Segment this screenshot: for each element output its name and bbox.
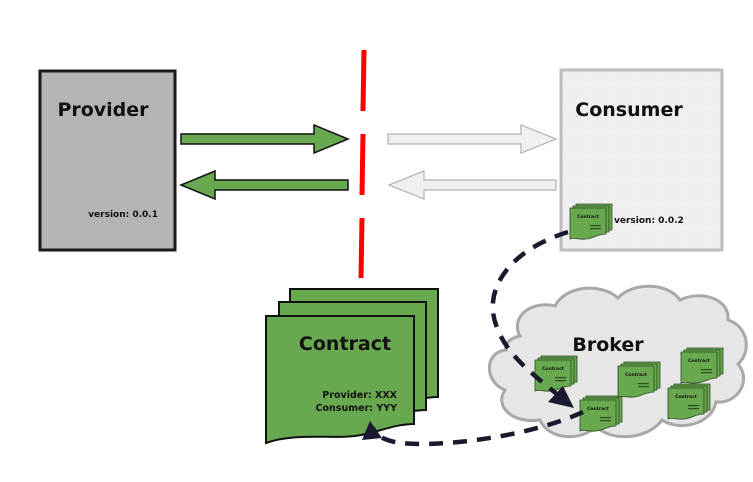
provider-service: Provider version: 0.0.1 bbox=[38, 69, 177, 252]
consumer-version: version: 0.0.2 bbox=[614, 216, 684, 226]
contract-page-front bbox=[265, 315, 415, 445]
contract-provider-line: Provider: XXX bbox=[322, 390, 397, 401]
boundary-segment bbox=[358, 217, 365, 279]
boundary-to-consumer-arrow bbox=[387, 124, 558, 154]
contract-consumer-line: Consumer: YYY bbox=[316, 403, 398, 414]
consumer-to-broker-flow bbox=[490, 229, 574, 408]
broker-to-contract-flow bbox=[362, 409, 584, 447]
contract-title: Contract bbox=[299, 333, 391, 355]
contract-document-stack: Contract Provider: XXX Consumer: YYY bbox=[265, 288, 439, 445]
broker-title: Broker bbox=[572, 334, 644, 356]
broker-service: Broker ContractContractContractContractC… bbox=[488, 284, 748, 439]
consumer-title: Consumer bbox=[575, 99, 683, 121]
broker-to-contract-path bbox=[370, 409, 584, 447]
provider-to-boundary-arrow bbox=[180, 123, 350, 155]
consumer-to-broker-path bbox=[490, 229, 569, 397]
trust-boundary-line bbox=[358, 49, 367, 279]
consumer-service: Consumer version: 0.0.2 Contract bbox=[559, 68, 724, 252]
provider-box bbox=[38, 69, 177, 252]
provider-version: version: 0.0.1 bbox=[88, 210, 158, 220]
boundary-to-provider-arrow bbox=[179, 169, 349, 201]
broker-contract-icon: Contract bbox=[534, 355, 578, 392]
broker-contract-icon: Contract bbox=[579, 395, 623, 432]
boundary-segment bbox=[360, 49, 367, 112]
broker-contract-label: Contract bbox=[675, 394, 698, 400]
broker-contract-label: Contract bbox=[688, 358, 711, 364]
consumer-to-boundary-arrow bbox=[387, 170, 557, 200]
consumer-contract-icon: Contract bbox=[569, 203, 613, 240]
broker-contract-label: Contract bbox=[587, 406, 610, 412]
broker-contract-icon: Contract bbox=[617, 361, 661, 398]
provider-title: Provider bbox=[57, 99, 149, 121]
consumer-to-broker-arrowhead bbox=[548, 386, 574, 408]
consumer-contract-label: Contract bbox=[577, 214, 600, 220]
broker-contract-label: Contract bbox=[542, 366, 565, 372]
broker-contract-icon: Contract bbox=[667, 383, 711, 420]
broker-contract-icon: Contract bbox=[680, 347, 724, 384]
broker-to-contract-arrowhead bbox=[362, 421, 382, 440]
boundary-segment bbox=[359, 133, 366, 196]
broker-contract-label: Contract bbox=[625, 372, 648, 378]
